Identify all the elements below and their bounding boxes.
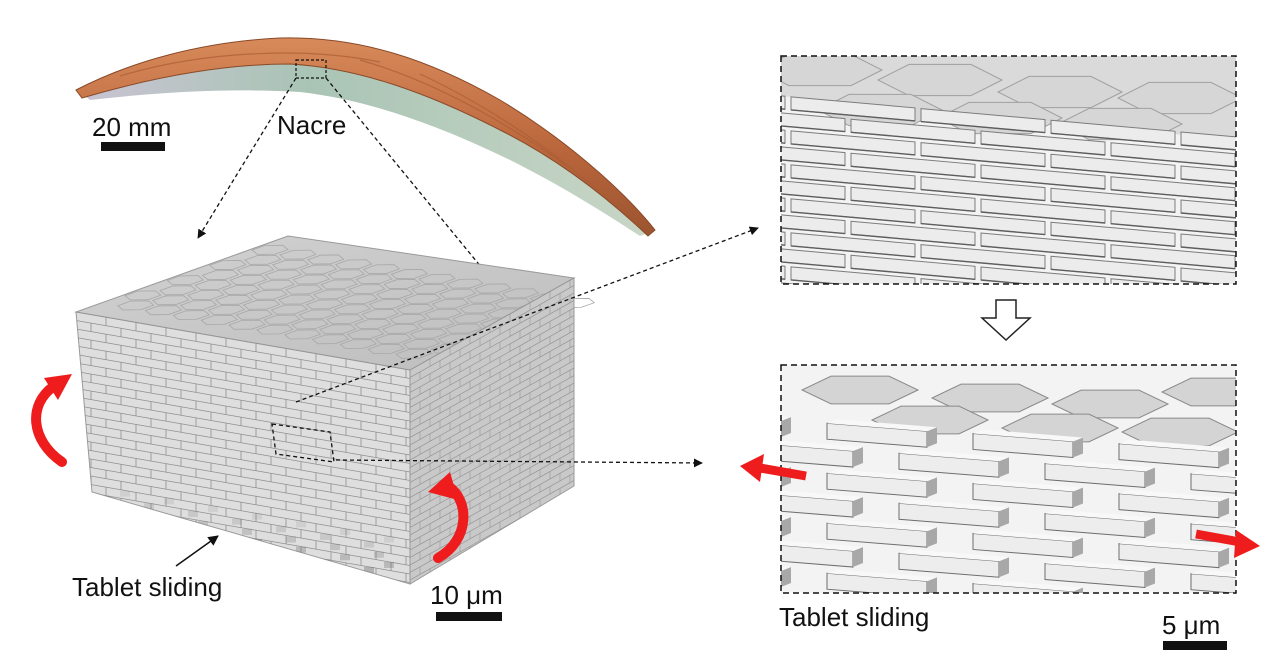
nacre-label: Nacre xyxy=(277,110,346,140)
shell-outer-layer xyxy=(75,37,656,237)
caption-pointer-arrow xyxy=(175,535,219,567)
transition-down-arrow-icon xyxy=(980,299,1032,342)
specimen-scale-label: 20 mm xyxy=(92,112,171,142)
nacre-region-box xyxy=(295,59,327,79)
detail-panel-sliding xyxy=(780,364,1237,594)
leader-to-top-panel xyxy=(295,226,759,403)
detail-panel-intact xyxy=(780,55,1237,285)
leader-arrow-left xyxy=(197,77,297,239)
sliding-arrow-left xyxy=(740,454,807,482)
specimen-scale-bar: 20 mm xyxy=(92,112,171,151)
sliding-arrow-right xyxy=(1195,529,1260,558)
detail-scale-bar: 5 μm xyxy=(1162,610,1227,650)
rotation-arrow-left xyxy=(31,374,72,467)
block-caption: Tablet sliding xyxy=(72,572,222,602)
leader-to-bottom-panel xyxy=(335,458,703,468)
detail-region-box xyxy=(271,423,335,463)
detail-scale-label: 5 μm xyxy=(1162,610,1220,640)
block-scale-label: 10 μm xyxy=(430,580,503,610)
nacre-shell xyxy=(75,37,656,237)
block-scale-bar: 10 μm xyxy=(430,580,503,621)
leader-arrow-right xyxy=(325,77,501,291)
detail-caption: Tablet sliding xyxy=(779,602,929,632)
rotation-arrow-right xyxy=(428,472,469,563)
